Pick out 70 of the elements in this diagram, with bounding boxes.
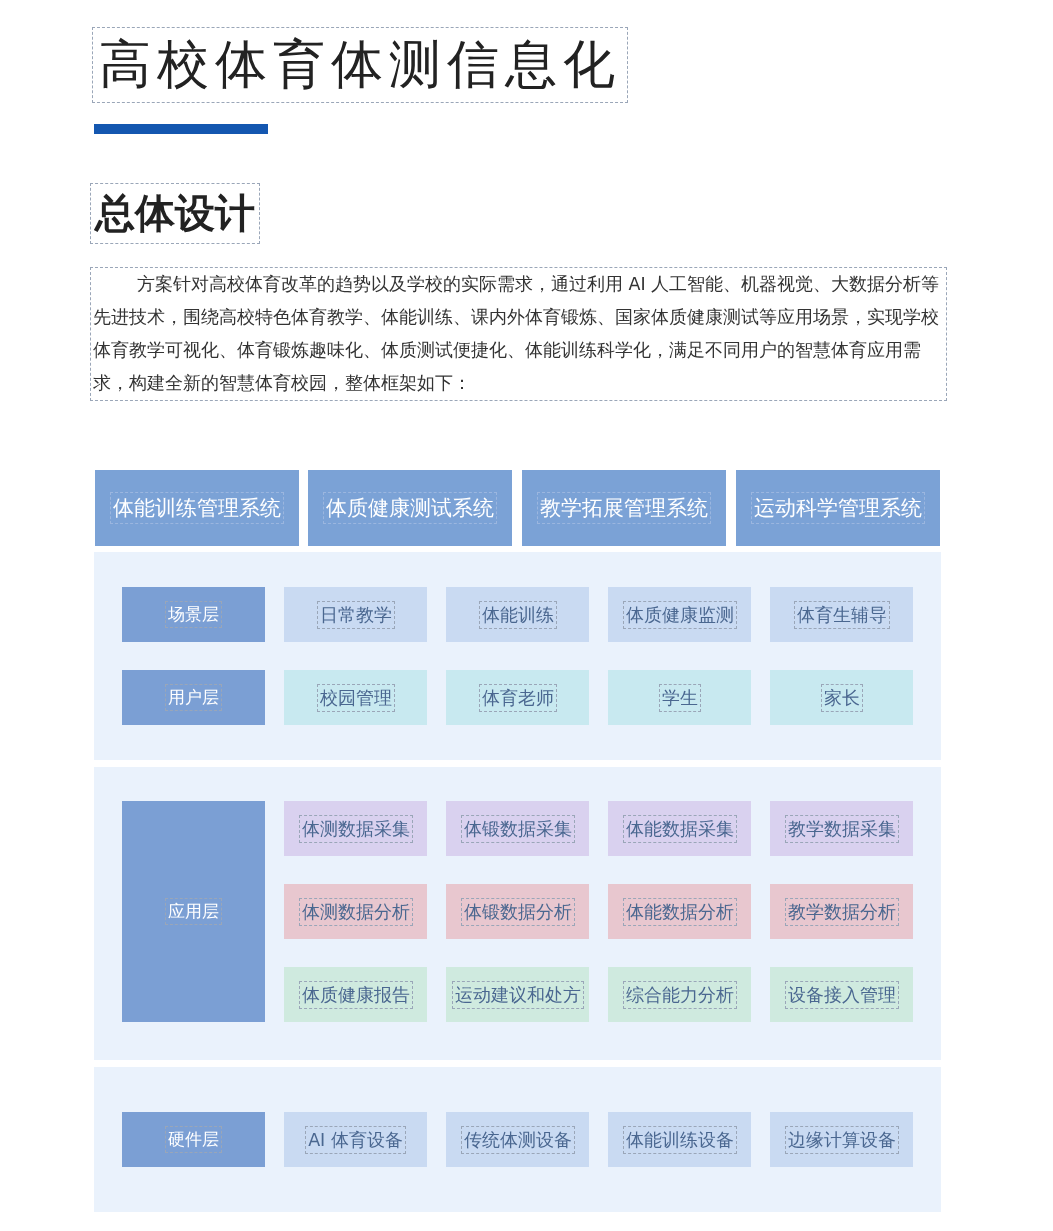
module-box (446, 967, 589, 1022)
module-box (770, 801, 913, 856)
node-label: 体质健康监测 (622, 600, 737, 629)
user-box (608, 670, 751, 725)
node-label: 用户层 (165, 684, 222, 711)
user-box (284, 670, 427, 725)
user-box (770, 670, 913, 725)
node-label: 边缘计算设备 (784, 1125, 899, 1154)
node-label: 体能训练 (478, 600, 557, 629)
system-box (736, 470, 940, 546)
module-box (770, 884, 913, 939)
system-box (522, 470, 726, 546)
module-box (608, 801, 751, 856)
node-label: 硬件层 (165, 1126, 222, 1153)
layer-panel (94, 1067, 941, 1212)
page-title: 高校体育体测信息化 (92, 27, 628, 103)
node-label: 校园管理 (316, 683, 395, 712)
node-label: 运动科学管理系统 (751, 492, 925, 524)
module-box (608, 884, 751, 939)
layer-label-box (122, 1112, 265, 1167)
system-box (95, 470, 299, 546)
section-heading: 总体设计 (90, 183, 260, 244)
layer-label-box (122, 587, 265, 642)
node-label: 场景层 (165, 601, 222, 628)
module-box (446, 884, 589, 939)
scene-box (284, 587, 427, 642)
node-label: 学生 (658, 683, 701, 712)
node-label: 体锻数据分析 (460, 897, 575, 926)
module-box (446, 801, 589, 856)
node-label: 综合能力分析 (622, 980, 737, 1009)
device-box (608, 1112, 751, 1167)
layer-panel (94, 552, 941, 760)
layer-label-box (122, 670, 265, 725)
node-label: 体能数据分析 (622, 897, 737, 926)
scene-box (608, 587, 751, 642)
node-label: 教学拓展管理系统 (537, 492, 711, 524)
scene-box (770, 587, 913, 642)
node-label: 体能训练设备 (622, 1125, 737, 1154)
device-box (446, 1112, 589, 1167)
module-box (284, 967, 427, 1022)
node-label: 教学数据分析 (784, 897, 899, 926)
node-label: 体育生辅导 (793, 600, 890, 629)
node-label: 设备接入管理 (784, 980, 899, 1009)
node-label: 体测数据采集 (298, 814, 413, 843)
node-label: 运动建议和处方 (451, 980, 584, 1009)
node-label: 体育老师 (478, 683, 557, 712)
node-label: 体质健康报告 (298, 980, 413, 1009)
device-box (770, 1112, 913, 1167)
scene-box (446, 587, 589, 642)
intro-paragraph: 方案针对高校体育改革的趋势以及学校的实际需求，通过利用 AI 人工智能、机器视觉、大数据分析等先进技术，围绕高校特色体育教学、体能训练、课内外体育锻炼、国家体质健康测试等应用场景，实现学校体育教学可视化、体育锻炼趣味化、体质测试便捷化、体能训练科学化，满足不同用户的智慧体育应用需求，构建全新的智慧体育校园，整体框架如下： (90, 267, 947, 401)
module-box (284, 801, 427, 856)
node-label: 教学数据采集 (784, 814, 899, 843)
module-box (608, 967, 751, 1022)
node-label: 体质健康测试系统 (323, 492, 497, 524)
node-label: 家长 (820, 683, 863, 712)
layer-label-box (122, 801, 265, 1022)
module-box (770, 967, 913, 1022)
node-label: 体测数据分析 (298, 897, 413, 926)
node-label: 体能训练管理系统 (110, 492, 284, 524)
node-label: 体锻数据采集 (460, 814, 575, 843)
user-box (446, 670, 589, 725)
module-box (284, 884, 427, 939)
node-label: 应用层 (165, 898, 222, 925)
node-label: 日常教学 (316, 600, 395, 629)
device-box (284, 1112, 427, 1167)
node-label: AI 体育设备 (305, 1125, 406, 1154)
layer-panel (94, 767, 941, 1060)
node-label: 体能数据采集 (622, 814, 737, 843)
system-box (308, 470, 512, 546)
node-label: 传统体测设备 (460, 1125, 575, 1154)
